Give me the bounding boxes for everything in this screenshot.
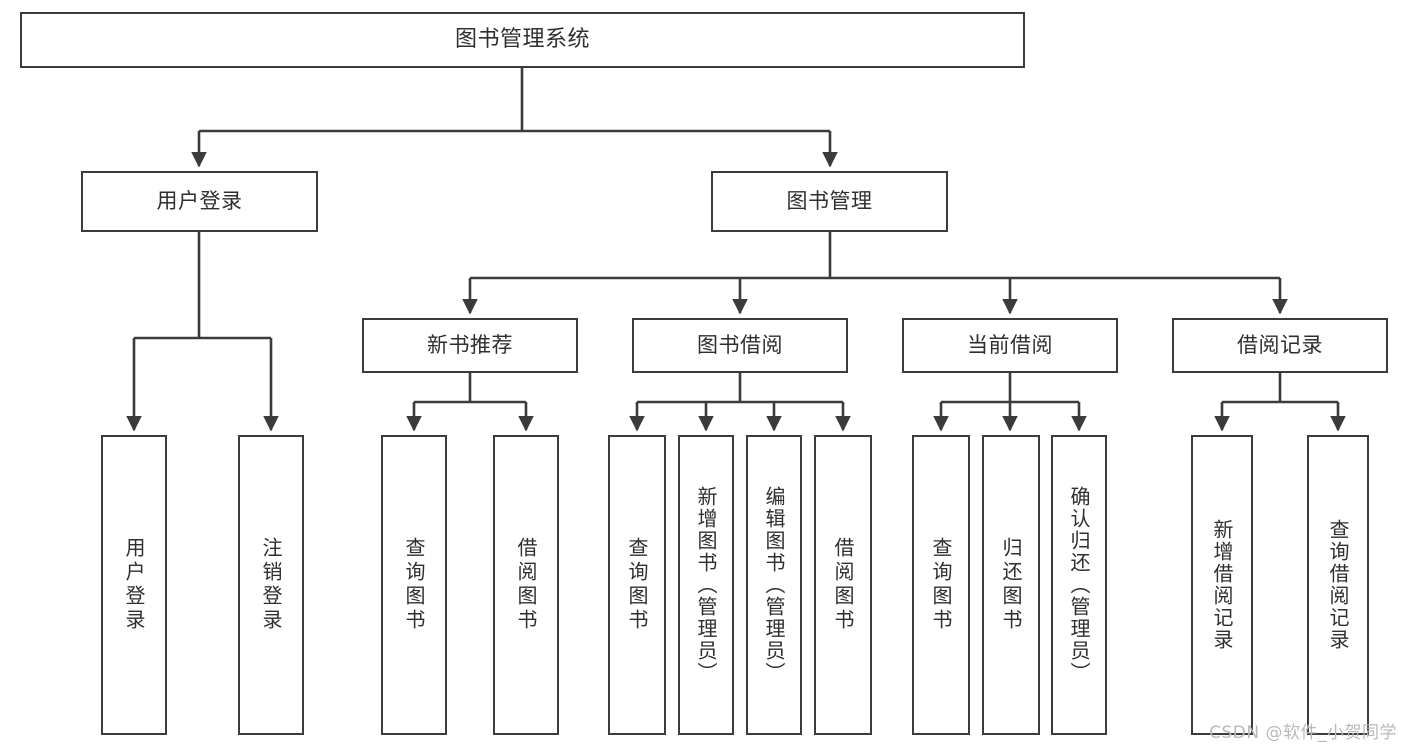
node-label: 编辑图书（管理员） [762,486,786,684]
node-label: 新增图书（管理员） [694,486,718,684]
leaf-return-book[interactable]: 归还图书 [982,435,1040,735]
node-current-borrow[interactable]: 当前借阅 [902,318,1118,373]
node-label: 图书借阅 [697,333,783,358]
node-label: 注销登录 [259,537,283,633]
node-borrow-record[interactable]: 借阅记录 [1172,318,1388,373]
node-label: 新增借阅记录 [1210,519,1234,651]
node-new-book-recommend[interactable]: 新书推荐 [362,318,578,373]
node-label: 新书推荐 [427,333,513,358]
node-label: 借阅图书 [514,537,538,633]
node-label: 用户登录 [122,537,146,633]
leaf-confirm-return[interactable]: 确认归还（管理员） [1051,435,1107,735]
leaf-logout-login[interactable]: 注销登录 [238,435,304,735]
node-book-borrow[interactable]: 图书借阅 [632,318,848,373]
node-label: 确认归还（管理员） [1067,486,1091,684]
node-label: 借阅记录 [1237,333,1323,358]
node-user-login[interactable]: 用户登录 [81,171,318,232]
leaf-borrow-book-1[interactable]: 借阅图书 [493,435,559,735]
node-label: 归还图书 [999,537,1023,633]
node-book-management[interactable]: 图书管理 [711,171,948,232]
node-label: 查询图书 [402,537,426,633]
node-label: 图书管理 [786,189,873,214]
leaf-add-record[interactable]: 新增借阅记录 [1191,435,1253,735]
leaf-query-book-3[interactable]: 查询图书 [912,435,970,735]
leaf-edit-book[interactable]: 编辑图书（管理员） [746,435,802,735]
leaf-add-book[interactable]: 新增图书（管理员） [678,435,734,735]
leaf-user-login[interactable]: 用户登录 [101,435,167,735]
node-label: 用户登录 [156,189,243,214]
node-label: 查询图书 [929,537,953,633]
node-label: 查询图书 [625,537,649,633]
csdn-watermark: CSDN @软件_小贺同学 [1209,723,1397,743]
node-label: 查询借阅记录 [1326,519,1350,651]
node-book-management-system[interactable]: 图书管理系统 [20,12,1025,68]
leaf-query-record[interactable]: 查询借阅记录 [1307,435,1369,735]
leaf-borrow-book-2[interactable]: 借阅图书 [814,435,872,735]
leaf-query-book-1[interactable]: 查询图书 [381,435,447,735]
node-label: 借阅图书 [831,537,855,633]
node-label: 图书管理系统 [454,27,590,53]
leaf-query-book-2[interactable]: 查询图书 [608,435,666,735]
node-label: 当前借阅 [967,333,1053,358]
